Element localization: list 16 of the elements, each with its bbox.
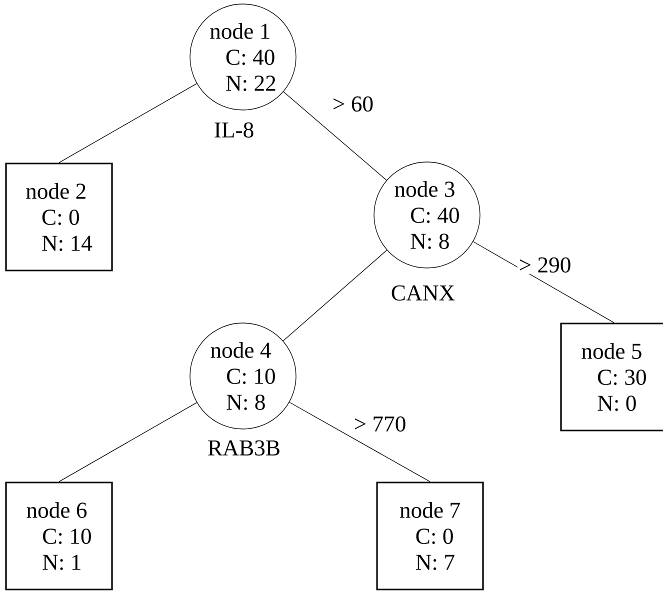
split-label: IL-8 <box>214 122 254 138</box>
split-label: CANX <box>392 285 455 301</box>
edge-label: > 770 <box>352 415 408 433</box>
branch-line <box>58 402 198 482</box>
split-label: RAB3B <box>208 440 280 456</box>
edge-label: > 60 <box>331 95 375 113</box>
branch-line <box>282 250 388 342</box>
leaf-node-box: node 6 C: 10 N: 1 <box>5 482 113 590</box>
edge-label: > 290 <box>517 256 573 274</box>
leaf-node-box: node 2 C: 0 N: 14 <box>5 162 113 272</box>
branch-line <box>472 241 614 324</box>
branch-line <box>58 83 198 164</box>
leaf-node-box: node 7 C: 0 N: 7 <box>376 482 484 590</box>
branch-line <box>289 402 430 482</box>
branch-line <box>283 91 387 181</box>
leaf-node-box: node 5 C: 30 N: 0 <box>560 322 663 432</box>
